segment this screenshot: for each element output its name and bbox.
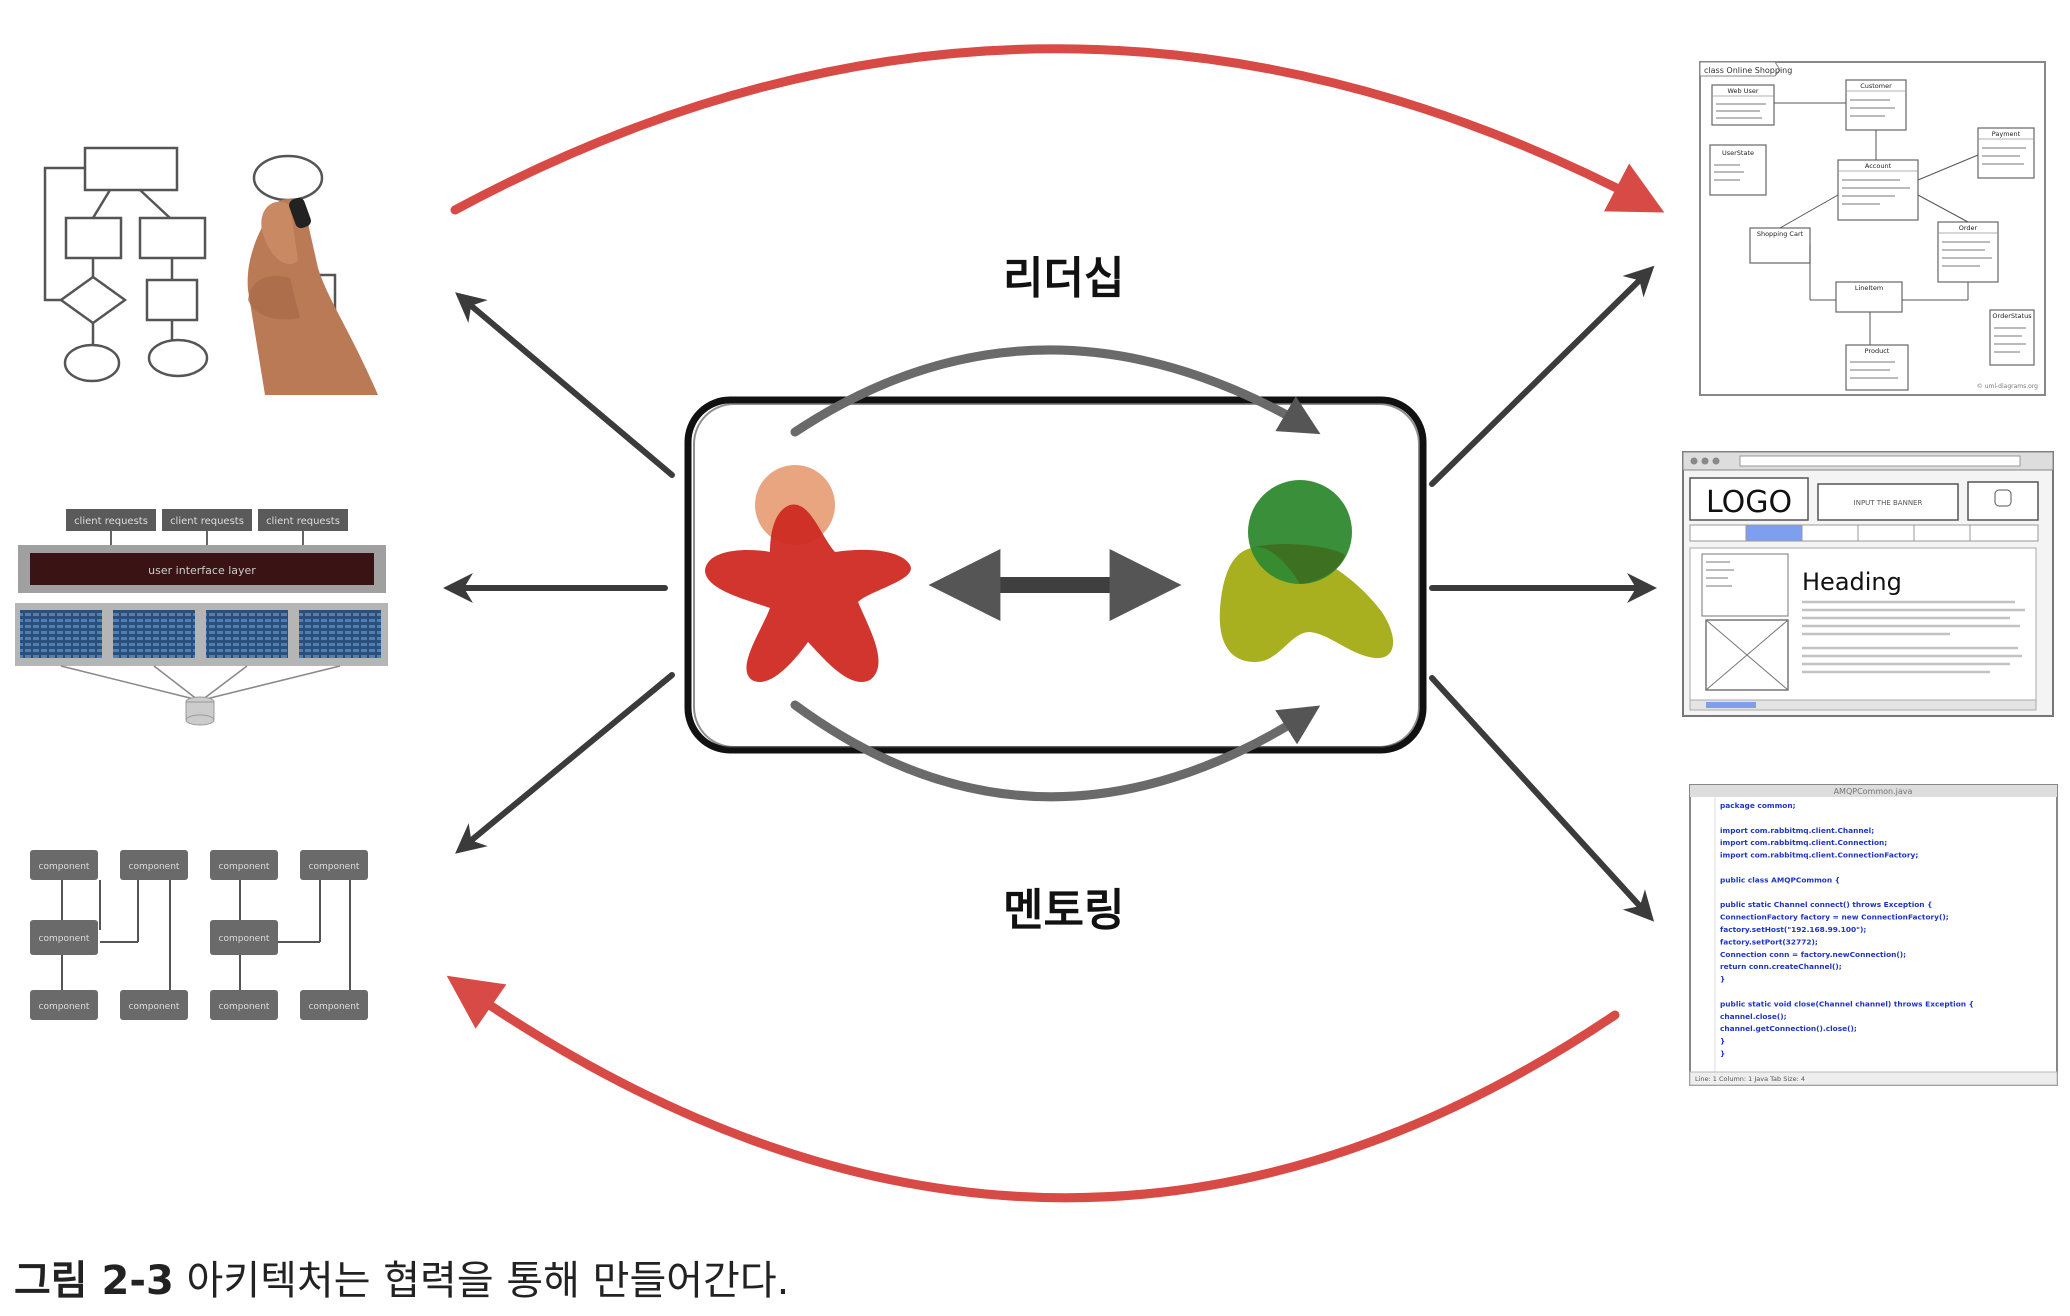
component-label: component <box>39 862 90 872</box>
red-arrow-bottom <box>446 975 1620 1203</box>
caption-text: 아키텍처는 협력을 통해 만들어간다. <box>186 1258 790 1304</box>
code-line: public class AMQPCommon { <box>1720 875 1840 884</box>
code-status: Line: 1 Column: 1 Java Tab Size: 4 <box>1695 1075 1805 1083</box>
code-line: import com.rabbitmq.client.Connection; <box>1720 838 1887 847</box>
code-line: public static void close(Channel channel… <box>1720 999 1974 1008</box>
client-request-label: client requests <box>170 516 244 527</box>
component-label: component <box>129 862 180 872</box>
code-filename: AMQPCommon.java <box>1834 787 1913 796</box>
code-editor: AMQPCommon.java package common; import co… <box>1689 784 2058 1086</box>
uml-class-diagram: class Online Shopping Web User Customer … <box>1699 61 2046 396</box>
code-line: import com.rabbitmq.client.ConnectionFac… <box>1720 851 1918 860</box>
code-line: Connection conn = factory.newConnection(… <box>1720 950 1906 959</box>
component-box <box>120 850 188 880</box>
wireframe-heading: Heading <box>1802 568 1902 596</box>
component-label: component <box>219 1002 270 1012</box>
client-request-box <box>162 509 252 531</box>
uml-class-name: Product <box>1865 347 1890 355</box>
uml-class-name: UserState <box>1722 149 1754 157</box>
component-diagram: component component component component … <box>30 850 368 1020</box>
code-line: factory.setHost("192.168.99.100"); <box>1720 925 1866 934</box>
uml-class-name: Order <box>1959 224 1978 232</box>
ui-layer <box>30 553 374 585</box>
code-line: channel.close(); <box>1720 1012 1787 1021</box>
code-line: public static Channel connect() throws E… <box>1720 900 1932 909</box>
code-line: } <box>1720 975 1725 984</box>
architect-figure <box>705 465 911 682</box>
component-label: component <box>309 862 360 872</box>
client-request-box <box>258 509 348 531</box>
component-label: component <box>39 1002 90 1012</box>
code-line: ConnectionFactory factory = new Connecti… <box>1720 913 1949 922</box>
component-box <box>30 990 98 1020</box>
hand-with-marker <box>247 197 378 395</box>
wireframe-mockup: LOGO INPUT THE BANNER Heading <box>1682 451 2054 717</box>
uml-footer: © uml-diagrams.org <box>1977 383 2038 390</box>
component-box <box>210 920 278 955</box>
code-line: import com.rabbitmq.client.Channel; <box>1720 826 1874 835</box>
component-label: component <box>309 1002 360 1012</box>
radial-arrows <box>443 265 1657 922</box>
developer-figure <box>1219 480 1394 662</box>
ui-layer-label: user interface layer <box>148 564 256 577</box>
code-line: factory.setPort(32772); <box>1720 937 1818 946</box>
uml-class-name: Payment <box>1992 130 2021 138</box>
developer-body <box>1219 546 1394 662</box>
red-arrow-top <box>450 44 1665 215</box>
layered-architecture: client requests client requests client r… <box>15 509 388 726</box>
uml-class-name: Customer <box>1860 82 1892 90</box>
uml-class-name: Account <box>1865 162 1892 170</box>
component-box <box>120 990 188 1020</box>
component-box <box>30 850 98 880</box>
component-box <box>300 850 368 880</box>
wireframe-logo: LOGO <box>1706 485 1792 520</box>
code-line: return conn.createChannel(); <box>1720 962 1842 971</box>
code-line: channel.getConnection().close(); <box>1720 1024 1857 1033</box>
client-request-box <box>66 509 156 531</box>
component-box <box>210 850 278 880</box>
leadership-arrow <box>790 345 1321 437</box>
uml-frame-label: class Online Shopping <box>1704 66 1792 75</box>
component-label: component <box>39 934 90 944</box>
architect-body <box>705 504 911 682</box>
mentoring-label: 멘토링 <box>1003 885 1125 936</box>
figure-caption: 그림 2-3 아키텍처는 협력을 통해 만들어간다. <box>14 1248 789 1306</box>
component-box <box>210 990 278 1020</box>
client-request-label: client requests <box>266 516 340 527</box>
uml-class-name: LineItem <box>1855 284 1883 292</box>
component-box <box>300 990 368 1020</box>
component-box <box>30 920 98 955</box>
uml-class-name: OrderStatus <box>1992 312 2032 320</box>
code-line: } <box>1720 1049 1725 1058</box>
component-label: component <box>129 1002 180 1012</box>
component-label: component <box>219 862 270 872</box>
code-line: } <box>1720 1037 1725 1046</box>
component-label: component <box>219 934 270 944</box>
wireframe-banner: INPUT THE BANNER <box>1854 499 1923 507</box>
caption-number: 그림 2-3 <box>14 1258 174 1304</box>
leadership-label: 리더십 <box>1003 253 1125 304</box>
mentoring-arrow <box>790 700 1321 802</box>
uml-class-name: Shopping Cart <box>1757 230 1804 238</box>
uml-class-name: Web User <box>1727 87 1758 95</box>
client-request-label: client requests <box>74 516 148 527</box>
code-line: package common; <box>1720 801 1796 810</box>
